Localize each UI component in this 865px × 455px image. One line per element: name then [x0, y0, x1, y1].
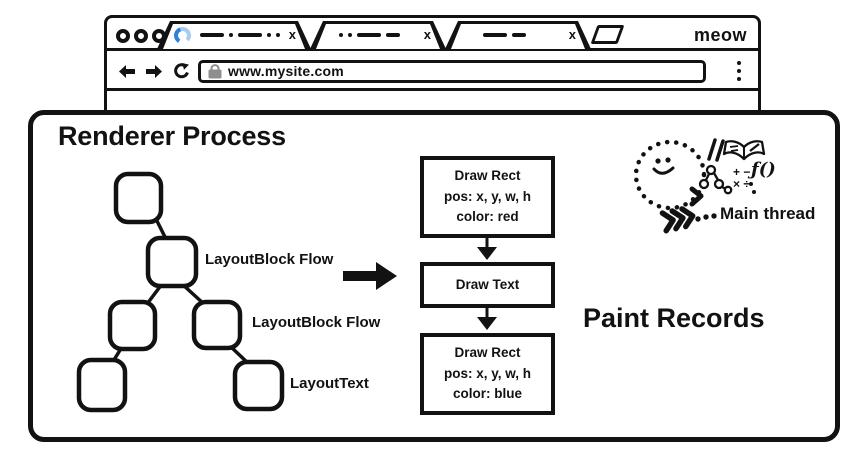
paint-record-line: color: blue — [452, 386, 522, 402]
paint-record-line: Draw Rect — [454, 167, 521, 183]
panel-title: Renderer Process — [58, 121, 286, 151]
dotted-circle-face-icon — [633, 139, 707, 211]
paint-record-line: Draw Rect — [454, 344, 521, 360]
tree-node-label: LayoutText — [290, 375, 369, 392]
menu-dots-icon[interactable] — [737, 61, 741, 81]
brand-logo: meow — [693, 25, 747, 45]
math-icon: + − — [733, 165, 750, 179]
paint-record-line: color: red — [456, 209, 519, 225]
chevron-arrows-icon — [659, 206, 696, 234]
pencil-icon — [707, 138, 725, 162]
paint-records-heading: Paint Records — [583, 303, 765, 333]
paint-record-draw-rect-red: Draw Rect pos: x, y, w, h color: red — [420, 156, 555, 238]
back-icon[interactable] — [119, 64, 135, 78]
main-thread-label: Main thread — [720, 204, 816, 223]
browser-window: x x x — [104, 15, 761, 115]
traffic-light-icon[interactable] — [116, 29, 130, 43]
paint-record-line: pos: x, y, w, h — [443, 365, 531, 381]
url-text[interactable]: www.mysite.com — [228, 63, 344, 79]
tab-3[interactable]: x — [445, 21, 591, 49]
tree-node-layoutblock-1 — [145, 235, 199, 289]
dotted-trail — [695, 182, 756, 222]
tree-node — [76, 357, 128, 413]
close-icon[interactable]: x — [568, 26, 576, 42]
down-arrow-icon — [477, 238, 497, 260]
spinner-icon — [174, 26, 191, 44]
paint-record-draw-rect-blue: Draw Rect pos: x, y, w, h color: blue — [420, 333, 555, 415]
layout-tree — [76, 171, 285, 413]
tree-node-layouttext — [232, 359, 285, 412]
tree-node — [107, 299, 158, 352]
book-icon — [722, 140, 766, 161]
tab-title-scribble — [338, 33, 400, 37]
paint-record-line: Draw Text — [455, 276, 520, 292]
close-icon[interactable]: x — [423, 26, 431, 42]
forward-icon[interactable] — [146, 64, 162, 78]
tab-strip: x x x — [107, 18, 758, 51]
lock-icon — [208, 63, 222, 78]
traffic-lights-icon — [116, 29, 166, 43]
function-icon: ƒ() — [747, 159, 776, 180]
new-tab-icon[interactable] — [590, 25, 625, 44]
close-icon[interactable]: x — [288, 26, 296, 42]
tab-1-active[interactable]: x — [157, 21, 311, 49]
tab-title-scribble — [200, 33, 281, 37]
tree-node-label: LayoutBlock Flow — [252, 314, 381, 331]
tree-node-root — [113, 171, 164, 225]
reload-icon[interactable] — [173, 63, 189, 79]
tree-doodle-icon — [698, 164, 733, 195]
address-bar[interactable]: www.mysite.com — [198, 59, 706, 83]
smiley-thread-icon: + − × ÷ ƒ() — [633, 138, 776, 234]
browser-toolbar: www.mysite.com — [107, 54, 758, 91]
down-arrow-icon — [477, 308, 497, 330]
right-arrow-icon — [343, 262, 397, 290]
paint-record-line: pos: x, y, w, h — [443, 188, 531, 204]
tab-2[interactable]: x — [310, 21, 446, 49]
renderer-process-panel: Renderer Process LayoutBlock Flow Layout… — [28, 110, 840, 442]
tree-node-layoutblock-2 — [191, 299, 243, 351]
traffic-light-icon[interactable] — [134, 29, 148, 43]
tab-title-scribble — [483, 33, 527, 37]
math-icon: × ÷ — [733, 177, 750, 191]
paint-record-draw-text: Draw Text — [420, 262, 555, 308]
tree-node-label: LayoutBlock Flow — [205, 251, 334, 268]
